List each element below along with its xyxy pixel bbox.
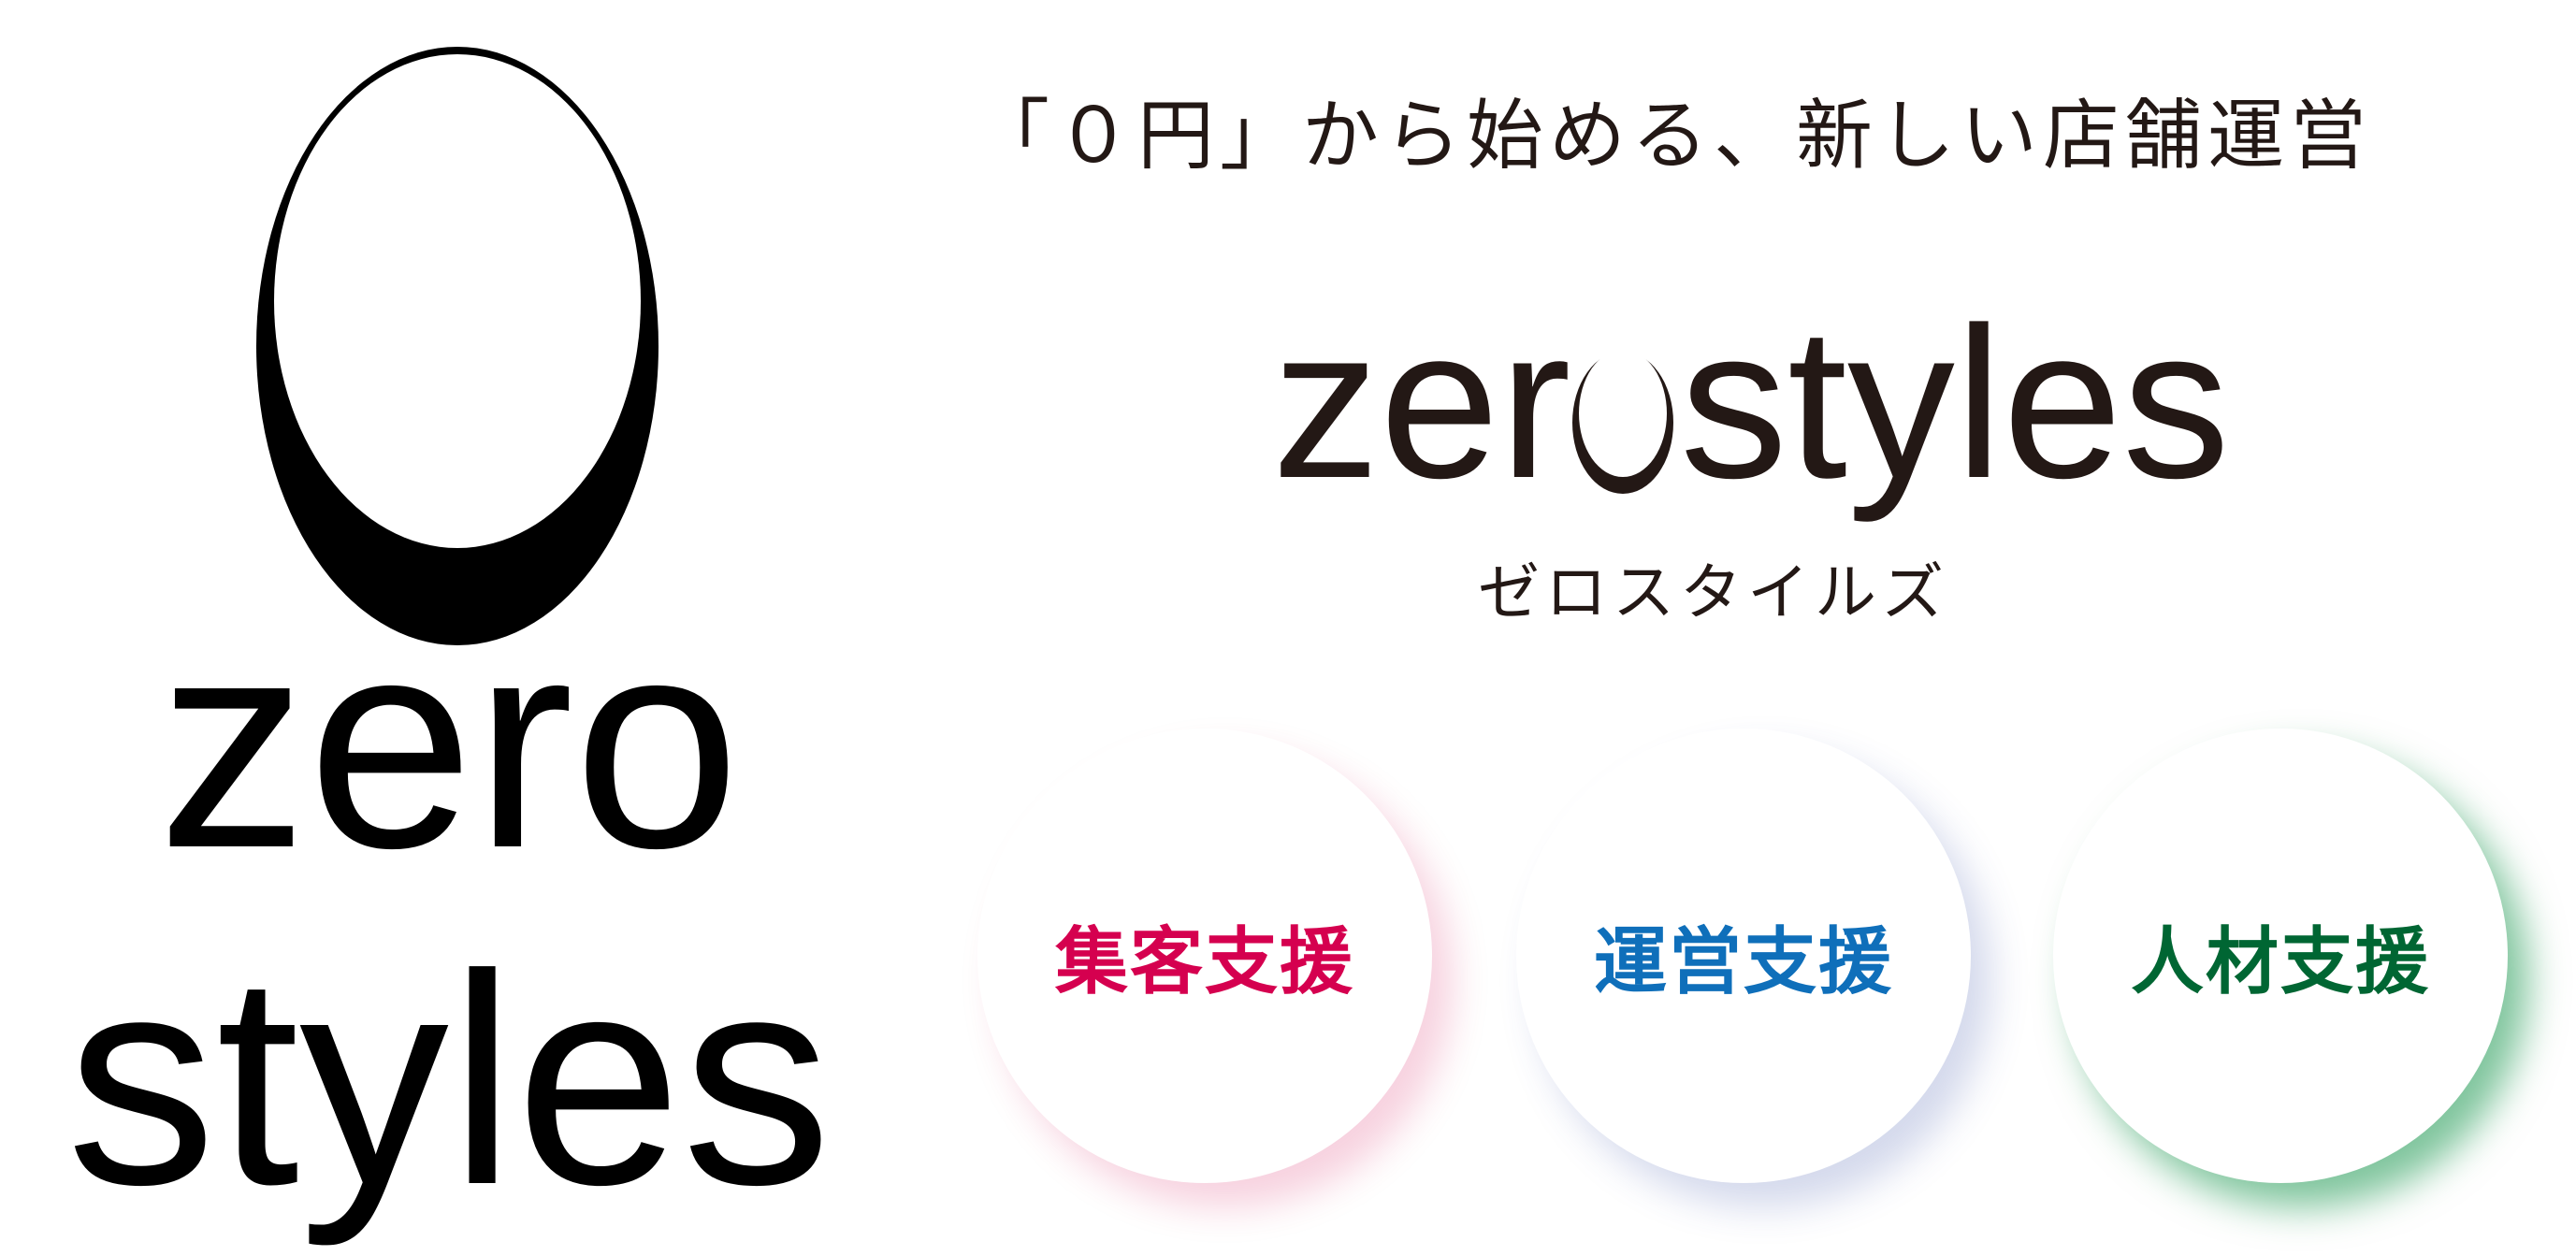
tagline: 「０円」から始める、新しい店舗運営 xyxy=(973,92,2373,180)
wordmark-left: zer xyxy=(1272,282,1571,523)
service-label: 運営支援 xyxy=(1593,920,1893,1004)
zerostyles-wordmark: zer styles xyxy=(1272,282,2230,523)
brand-kana: ゼロスタイルズ xyxy=(1478,556,1949,628)
zerostyles-stacked-logo: zero styles xyxy=(66,47,832,1249)
logo-line-styles: styles xyxy=(66,912,832,1249)
service-customer-acquisition: 集客支援 xyxy=(977,729,1432,1183)
service-staffing: 人材支援 xyxy=(2053,729,2508,1183)
service-label: 集客支援 xyxy=(1054,920,1354,1004)
wordmark-zero-icon xyxy=(1572,350,1673,494)
logo-line-zero: zero xyxy=(158,575,741,910)
wordmark-right: styles xyxy=(1680,282,2230,523)
service-label: 人材支援 xyxy=(2130,920,2430,1004)
service-operation: 運営支援 xyxy=(1516,729,1971,1183)
